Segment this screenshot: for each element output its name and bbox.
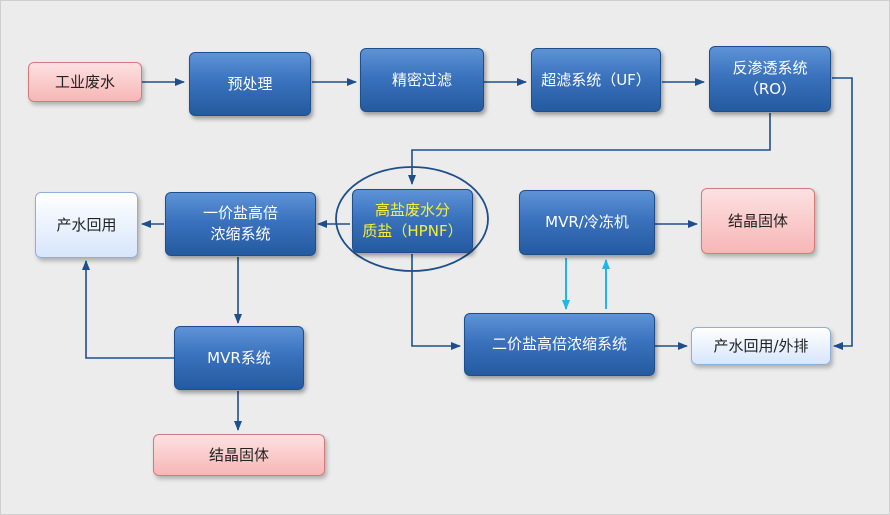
hpnf-highlight-ring [335,166,489,272]
water-reuse-discharge-box: 产水回用/外排 [691,327,831,365]
reverse-osmosis-box: 反渗透系统 （RO） [709,46,831,112]
arrow-hpnf-to-divalent [411,254,461,350]
crystal-solid-bottom-box: 结晶固体 [153,434,325,476]
arrow-ro-to-hpnf [408,113,771,185]
water-reuse-left-box: 产水回用 [35,192,138,258]
pretreatment-box: 预处理 [189,52,311,116]
divalent-concentration-box: 二价盐高倍浓缩系统 [464,313,655,376]
mvr-system-box: MVR系统 [174,326,304,390]
arrow-mvr-to-reuse [82,260,174,359]
mvr-freezer-box: MVR/冷冻机 [519,190,655,255]
arrow-ro-to-discharge [832,77,853,350]
ultrafiltration-box: 超滤系统（UF） [531,48,661,112]
monovalent-concentration-box: 一价盐高倍 浓缩系统 [165,192,316,256]
precision-filtration-box: 精密过滤 [360,48,484,112]
hpnf-box: 高盐废水分 质盐（HPNF） [352,189,473,253]
crystal-solid-right-box: 结晶固体 [701,188,815,254]
industrial-wastewater-box: 工业废水 [28,62,142,102]
